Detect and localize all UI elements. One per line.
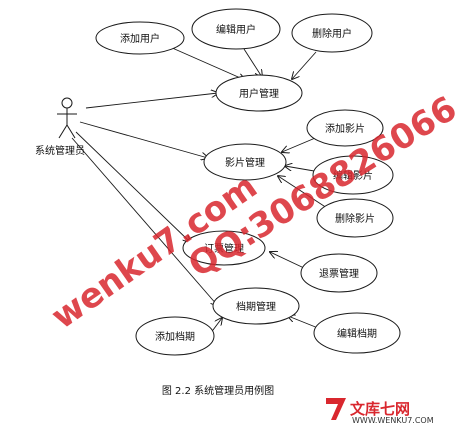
uc-movie-mgmt-label: 影片管理 [225,156,265,169]
uc-add-user: 添加用户 [95,21,185,55]
uc-add-movie-label: 添加影片 [325,122,365,135]
edge-delete-movie [278,176,328,209]
uc-schedule-mgmt-label: 档期管理 [236,300,276,313]
uc-delete-movie-label: 删除影片 [335,212,375,225]
site-logo: 文库七网 WWW.WENKU7.COM [326,398,434,425]
uc-add-user-label: 添加用户 [120,32,160,45]
actor-head [61,97,73,109]
edge-delete-user [292,51,317,79]
uc-movie-mgmt: 影片管理 [203,143,287,181]
edge-add-user [169,46,245,80]
actor-leg-right [66,124,76,139]
uc-refund-mgmt: 退票管理 [300,253,378,293]
actor-leg-left [58,124,68,139]
edge-actor-schedule-mgmt [71,137,218,306]
edge-actor-booking-mgmt [75,131,190,242]
uc-delete-user: 删除用户 [291,13,373,53]
logo-mark-icon [326,398,346,420]
uc-add-schedule: 添加档期 [135,316,215,356]
uc-user-mgmt-label: 用户管理 [239,87,279,100]
logo-text: 文库七网 [350,400,410,418]
actor-system-admin: 系统管理员 [35,97,85,157]
uc-edit-movie: 编辑影片 [312,155,394,195]
uc-edit-user-label: 编辑用户 [216,23,256,36]
actor-label: 系统管理员 [35,144,85,157]
uc-refund-mgmt-label: 退票管理 [319,267,359,280]
edge-edit-user [243,48,262,77]
uc-user-mgmt: 用户管理 [215,74,303,112]
edge-refund-mgmt [270,252,305,269]
edge-actor-movie-mgmt [79,121,208,158]
uc-edit-schedule: 编辑档期 [313,312,401,354]
edge-edit-schedule [288,316,319,329]
uc-edit-user: 编辑用户 [191,8,281,50]
uc-add-movie: 添加影片 [306,109,384,147]
uc-booking-mgmt-label: 订票管理 [204,242,244,255]
uc-delete-movie: 删除影片 [316,198,394,238]
uc-edit-movie-label: 编辑影片 [333,169,373,182]
uc-edit-schedule-label: 编辑档期 [337,327,377,340]
logo-url: WWW.WENKU7.COM [352,416,434,425]
edge-actor-user-mgmt [85,93,218,109]
uc-booking-mgmt: 订票管理 [182,230,266,266]
uc-delete-user-label: 删除用户 [312,27,352,40]
uc-add-schedule-label: 添加档期 [155,330,195,343]
figure-caption: 图 2.2 系统管理员用例图 [162,384,274,397]
uc-schedule-mgmt: 档期管理 [212,287,300,325]
